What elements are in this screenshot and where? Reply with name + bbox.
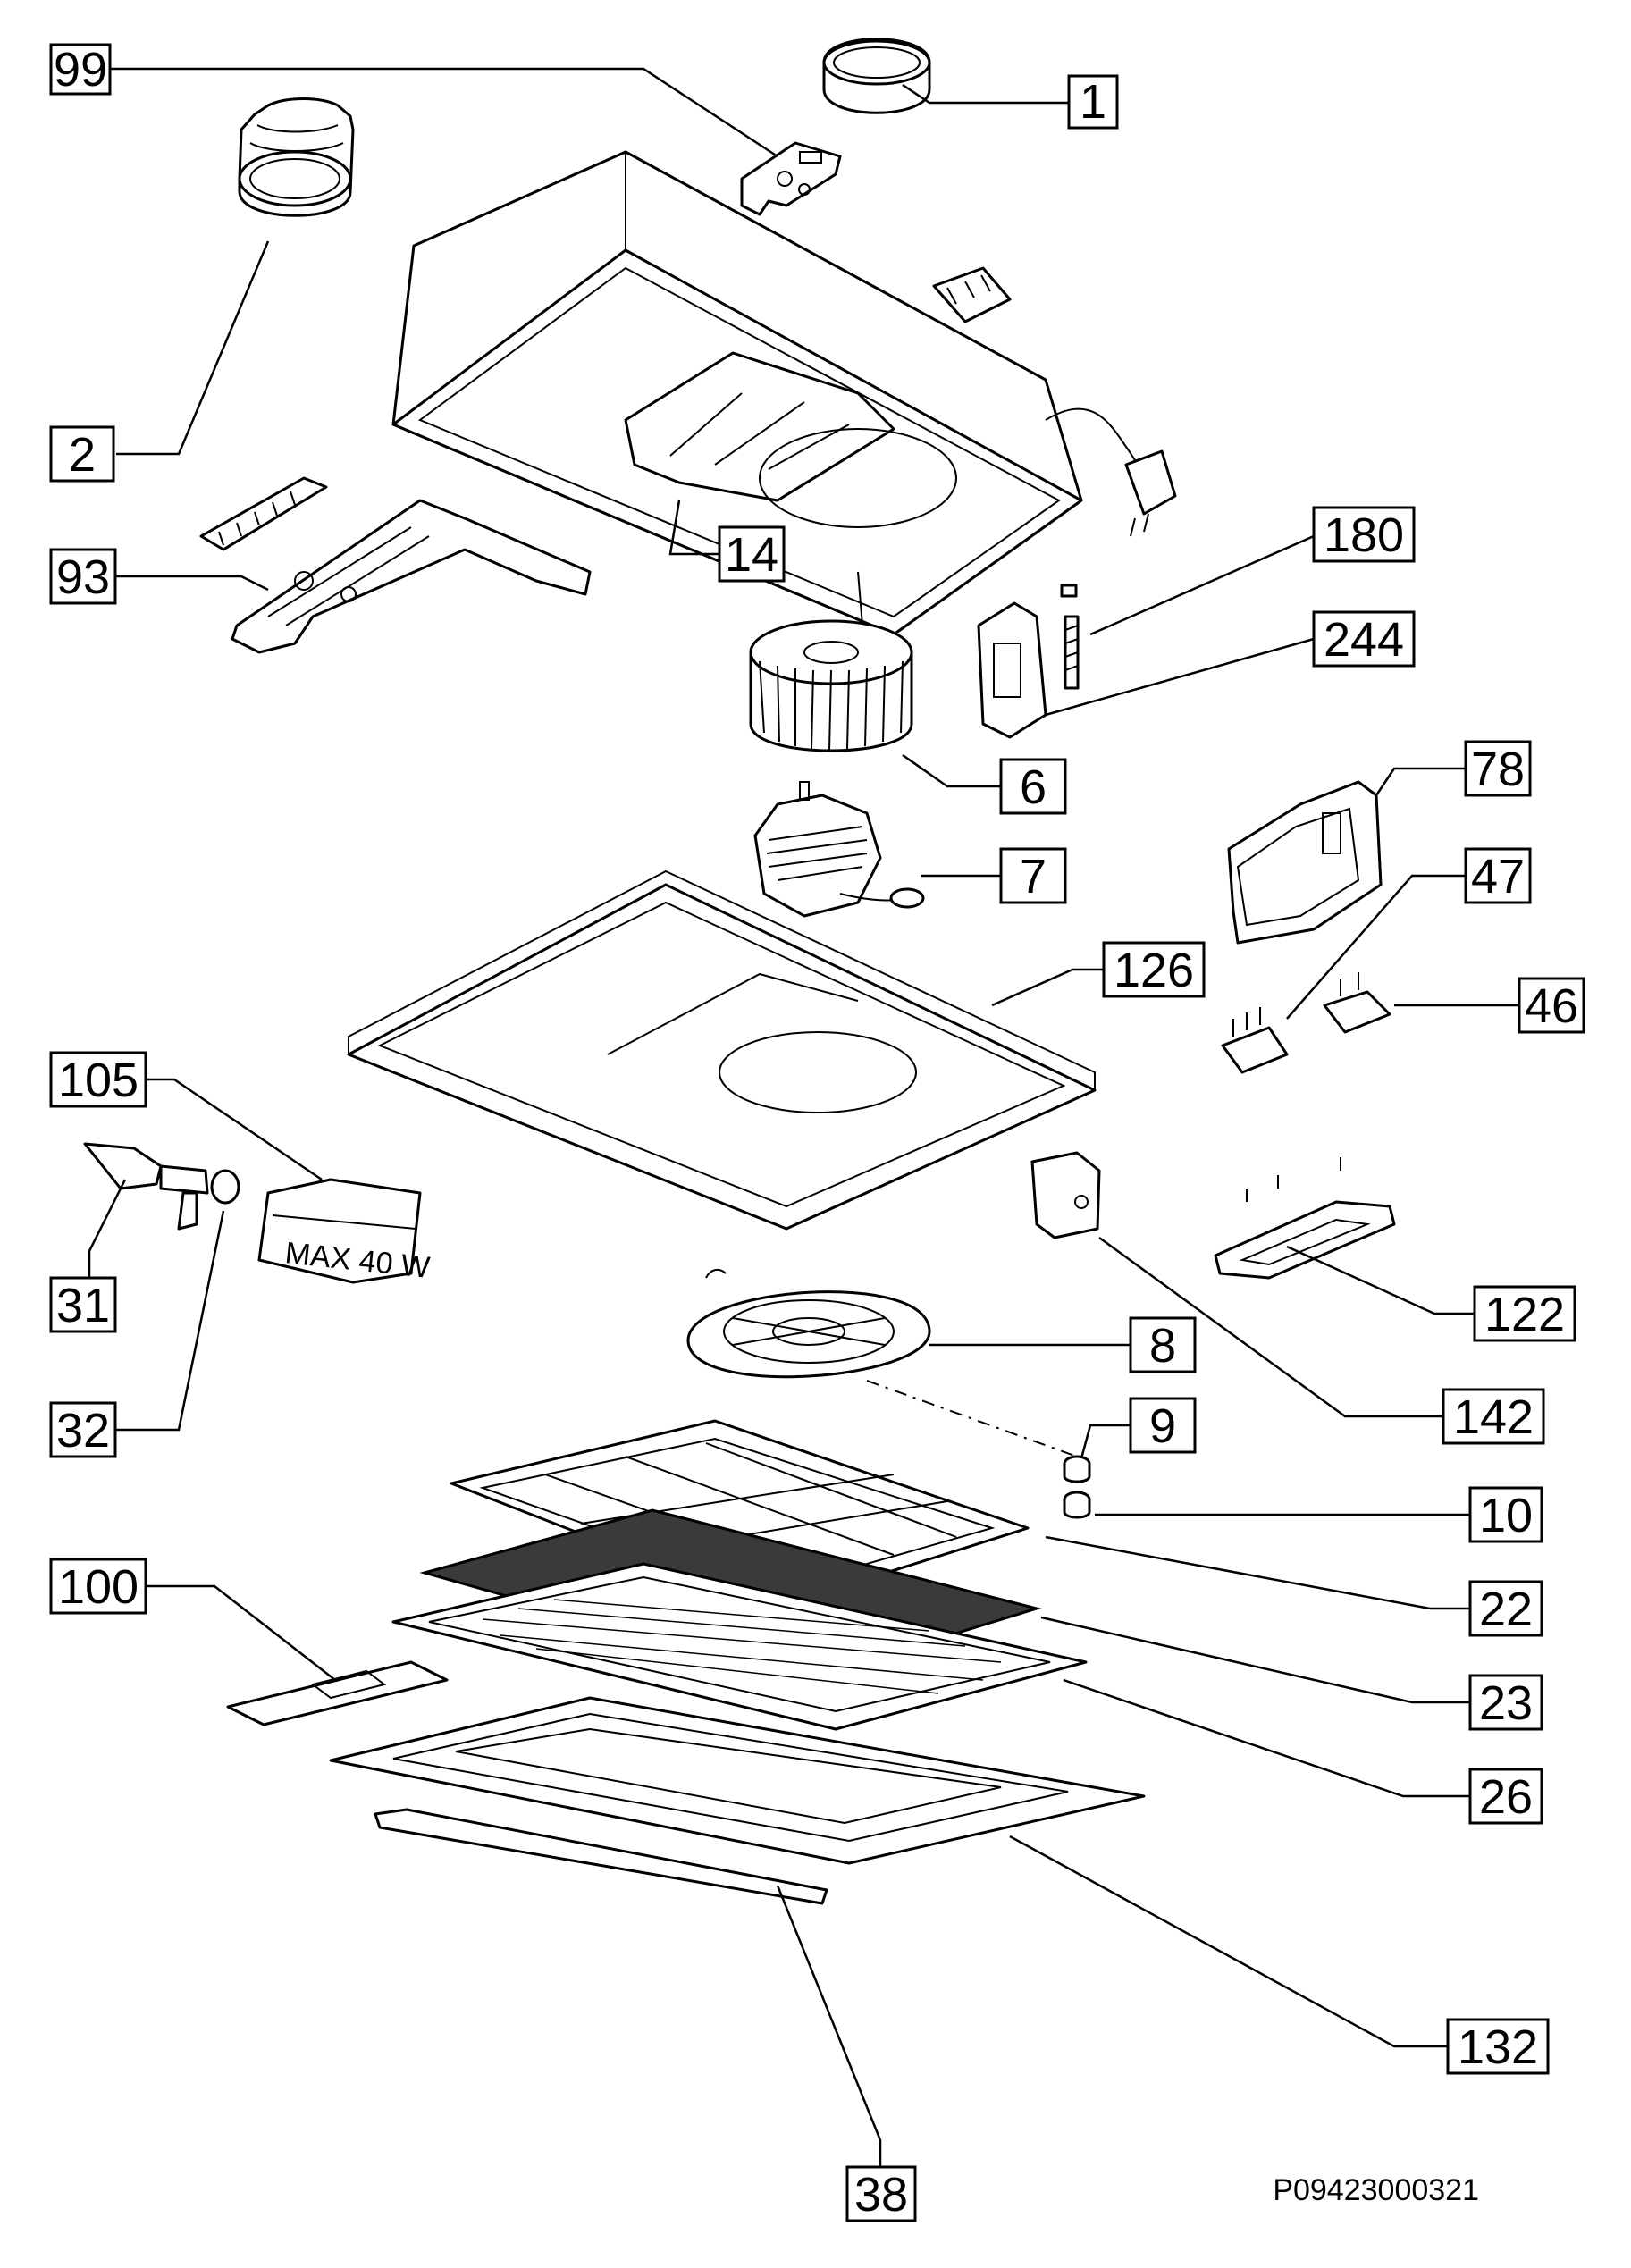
svg-text:126: 126 (1114, 944, 1194, 997)
channel-piece-part (226, 1660, 449, 1726)
clip-142-part (1030, 1151, 1101, 1239)
svg-text:10: 10 (1479, 1489, 1533, 1542)
lamp-cover-box-part (1227, 780, 1383, 945)
svg-text:9: 9 (1149, 1399, 1176, 1453)
front-frame-part (329, 1696, 1146, 1865)
terminal-block-top (932, 266, 1012, 323)
drawing-code: P09423000321 (1273, 2173, 1479, 2207)
label-142: 142 (1442, 1388, 1545, 1445)
motor-plate-part (686, 1268, 931, 1379)
label-9: 9 (1129, 1397, 1197, 1454)
label-23: 23 (1468, 1674, 1543, 1731)
label-32: 32 (49, 1401, 117, 1458)
label-31: 31 (49, 1276, 117, 1333)
svg-text:38: 38 (854, 2168, 908, 2222)
svg-text:8: 8 (1149, 1319, 1176, 1373)
duct-adaptor-part (238, 97, 355, 217)
label-46: 46 (1518, 977, 1585, 1034)
svg-text:31: 31 (56, 1279, 110, 1332)
blower-wheel-part (749, 619, 913, 752)
label-100: 100 (49, 1558, 147, 1615)
svg-text:14: 14 (725, 528, 778, 582)
svg-text:26: 26 (1479, 1770, 1533, 1824)
label-132: 132 (1446, 2018, 1550, 2075)
perforated-filter-part (391, 1562, 1088, 1731)
motor-part (753, 781, 925, 918)
connector-47-part (1221, 1007, 1289, 1074)
bracket-part (740, 141, 842, 216)
label-6: 6 (999, 758, 1067, 815)
svg-text:100: 100 (58, 1560, 139, 1614)
label-26: 26 (1468, 1768, 1543, 1825)
lamp-bulb-part (83, 1142, 240, 1231)
svg-text:132: 132 (1458, 2020, 1538, 2074)
svg-text:46: 46 (1525, 979, 1578, 1033)
label-122: 122 (1473, 1285, 1576, 1342)
svg-text:23: 23 (1479, 1676, 1533, 1730)
label-47: 47 (1464, 847, 1532, 904)
svg-text:7: 7 (1020, 850, 1047, 903)
grommet-10-part (1063, 1491, 1091, 1519)
svg-text:47: 47 (1471, 850, 1525, 903)
label-10: 10 (1468, 1486, 1543, 1543)
svg-text:105: 105 (58, 1054, 139, 1107)
trim-strip-part (374, 1808, 828, 1905)
svg-text:6: 6 (1020, 760, 1047, 814)
label-22: 22 (1468, 1580, 1543, 1637)
svg-text:1: 1 (1080, 75, 1106, 129)
label-126: 126 (1102, 941, 1206, 998)
label-1: 1 (1067, 74, 1119, 130)
label-7: 7 (999, 847, 1067, 904)
svg-text:22: 22 (1479, 1583, 1533, 1636)
lamp-lens-part (1214, 1157, 1396, 1280)
label-14: 14 (718, 525, 786, 583)
svg-text:93: 93 (56, 550, 110, 604)
label-99: 99 (49, 43, 112, 97)
label-180: 180 (1312, 506, 1416, 563)
label-93: 93 (49, 548, 117, 605)
fan-plate-part (347, 869, 1097, 1231)
svg-text:2: 2 (69, 428, 96, 482)
cover-bracket-part (199, 476, 592, 654)
assembly-line (866, 1380, 1078, 1457)
grommet-9-part (1063, 1455, 1091, 1483)
svg-text:122: 122 (1484, 1288, 1565, 1341)
label-38: 38 (845, 2165, 917, 2222)
motor-support-part (977, 584, 1080, 739)
label-8: 8 (1129, 1316, 1197, 1373)
svg-text:78: 78 (1471, 743, 1525, 796)
svg-text:180: 180 (1324, 508, 1404, 562)
svg-text:244: 244 (1324, 613, 1404, 667)
collar-ring-part (822, 38, 931, 114)
leader-lines (88, 67, 1519, 2167)
svg-text:142: 142 (1453, 1390, 1534, 1444)
label-2: 2 (49, 425, 115, 483)
svg-text:32: 32 (56, 1404, 110, 1457)
connector-46-part (1323, 972, 1391, 1034)
svg-text:99: 99 (54, 43, 107, 97)
label-244: 244 (1312, 610, 1416, 668)
lamp-holder-part: MAX 40 W (257, 1178, 432, 1285)
label-105: 105 (49, 1051, 147, 1108)
label-78: 78 (1464, 740, 1532, 797)
hood-housing-part (391, 150, 1177, 636)
